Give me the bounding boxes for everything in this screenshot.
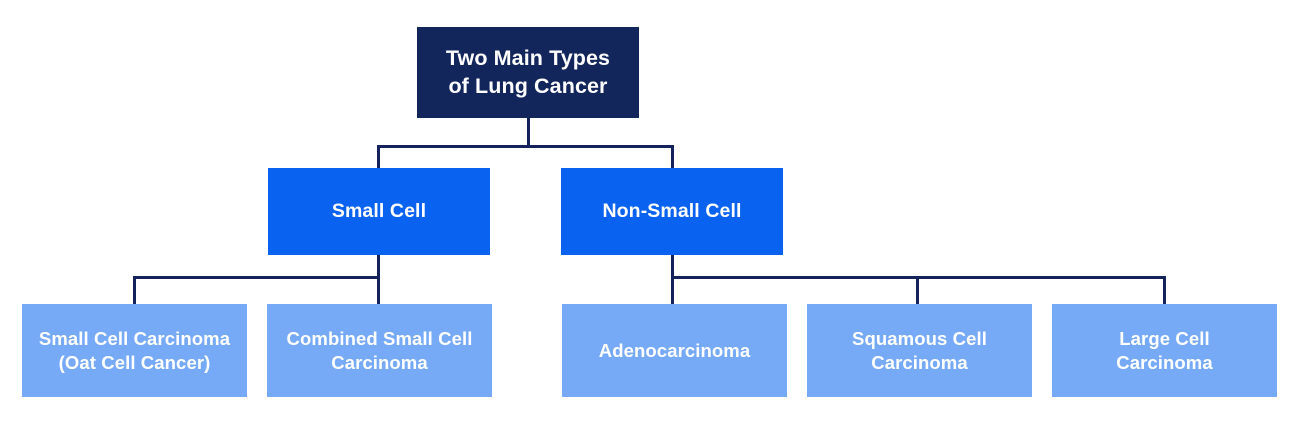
connector-to-non-small-cell	[671, 145, 674, 169]
connector-non-small-cell-stem	[671, 255, 674, 279]
node-label-line-2: (Oat Cell Cancer)	[58, 351, 211, 373]
node-label-line-2: Carcinoma	[1116, 351, 1213, 373]
node-adenocarcinoma[interactable]: Adenocarcinoma	[562, 304, 787, 397]
node-small-cell-carcinoma[interactable]: Small Cell Carcinoma(Oat Cell Cancer)	[22, 304, 247, 397]
node-label-line-1: Combined Small Cell	[286, 327, 473, 349]
connector-to-squamous-cell-carcinoma	[916, 276, 919, 305]
connector-to-small-cell	[377, 145, 380, 169]
node-label-line-1: Squamous Cell	[852, 327, 987, 349]
connector-small-cell-stem	[377, 255, 380, 279]
node-non-small-cell[interactable]: Non-Small Cell	[561, 168, 783, 255]
node-label: Adenocarcinoma	[598, 339, 751, 361]
node-label: Small Cell Carcinoma(Oat Cell Cancer)	[30, 327, 239, 374]
connector-to-adenocarcinoma	[671, 276, 674, 305]
connector-to-combined-small-cell-carcinoma	[377, 276, 380, 305]
connector-to-small-cell-carcinoma	[133, 276, 136, 305]
connector-root-bus	[377, 145, 674, 148]
connector-to-large-cell-carcinoma	[1163, 276, 1166, 305]
node-label: Small Cell	[331, 200, 427, 223]
node-label-line-1: Two Main Types	[445, 45, 611, 70]
node-small-cell[interactable]: Small Cell	[268, 168, 490, 255]
node-label-line-2: of Lung Cancer	[448, 73, 608, 98]
node-label-line-2: Carcinoma	[871, 351, 968, 373]
connector-small-cell-bus	[133, 276, 380, 279]
node-label: Two Main Types of Lung Cancer	[425, 45, 631, 100]
node-label-line-1: Large Cell	[1119, 327, 1210, 349]
node-label: Non-Small Cell	[602, 200, 742, 223]
connector-root-stem	[527, 118, 530, 147]
node-two-main-types-of-lung-cancer[interactable]: Two Main Types of Lung Cancer	[417, 27, 639, 118]
node-label-line-1: Small Cell Carcinoma	[38, 327, 231, 349]
node-label-line-2: Carcinoma	[331, 351, 428, 373]
